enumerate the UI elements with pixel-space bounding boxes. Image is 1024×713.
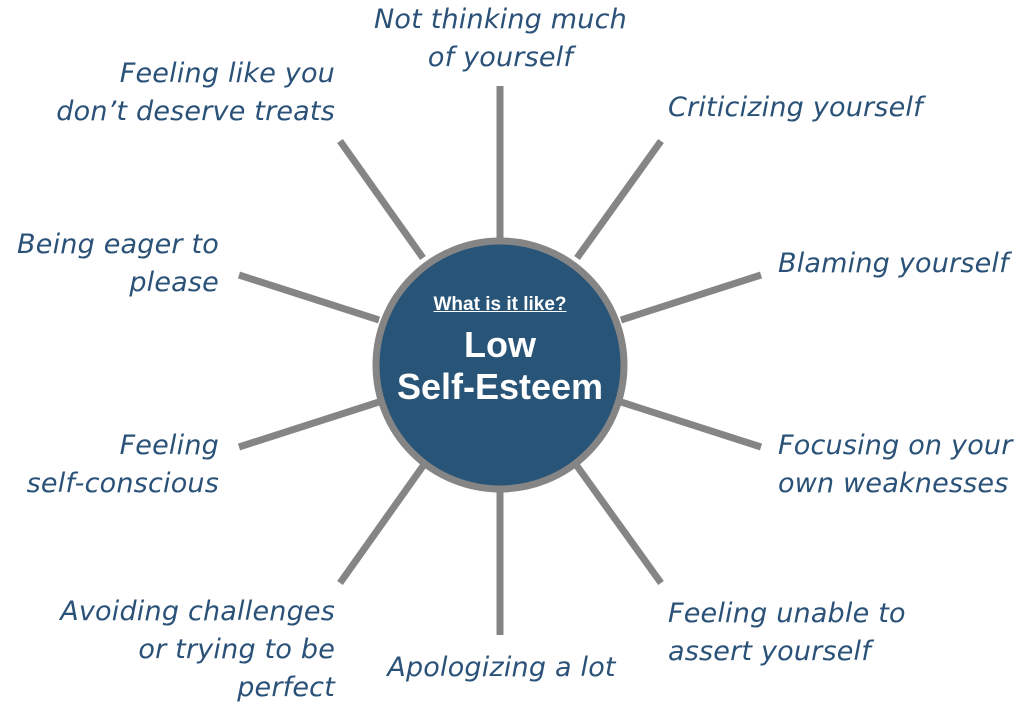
label-bottom-right-line-1: Feeling unable to [668,598,906,629]
label-bottom-left-line-2: or trying to be [138,634,335,665]
label-right-lower: Focusing on your own weaknesses [778,427,1023,503]
label-bottom-right-line-2: assert yourself [668,636,871,667]
spoke-top-right [574,138,664,261]
label-left-lower-line-1: Feeling [119,430,219,461]
center-title-line-1: Low [464,324,536,365]
label-bottom-left-line-1: Avoiding challenges [60,596,335,627]
center-title-line-2: Self-Esteem [396,366,604,407]
label-bottom-right: Feeling unable to assert yourself [668,595,968,671]
label-top-line-1: Not thinking much [374,4,627,35]
label-left-upper: Being eager to please [2,226,219,302]
label-right-lower-line-1: Focusing on your [778,430,1013,461]
center-circle [372,237,628,493]
label-top-right-line-1: Criticizing yourself [668,92,923,123]
label-top-left-line-2: don’t deserve treats [56,96,335,127]
label-bottom-left-line-3: perfect [237,672,335,703]
label-top-left: Feeling like you don’t deserve treats [15,55,335,131]
label-top-right: Criticizing yourself [668,89,968,127]
label-top-left-line-1: Feeling like you [119,58,335,89]
label-bottom-line-1: Apologizing a lot [387,652,616,683]
spoke-lines [237,86,763,635]
label-top-line-2: of yourself [427,42,574,73]
center-text: What is it like? Low Self-Esteem [375,292,625,408]
spoke-right-upper [619,271,763,324]
label-right-upper-line-1: Blaming yourself [778,248,1009,279]
label-top: Not thinking much of yourself [368,1,633,77]
label-right-upper: Blaming yourself [778,245,1023,283]
label-bottom-left: Avoiding challenges or trying to be perfec… [30,593,335,707]
label-right-lower-line-2: own weaknesses [778,468,1009,499]
spoke-bottom-right [574,463,664,586]
label-left-lower: Feeling self-conscious [2,427,219,503]
spoke-top-left [337,138,426,261]
label-left-lower-line-2: self-conscious [26,468,219,499]
spoke-bottom-left [337,463,426,586]
label-bottom: Apologizing a lot [384,649,619,687]
spoke-left-lower [237,398,381,451]
label-left-upper-line-2: please [129,267,219,298]
label-left-upper-line-1: Being eager to [17,229,219,260]
spoke-right-lower [619,398,763,451]
spoke-left-upper [237,271,381,324]
center-question: What is it like? [433,294,567,315]
